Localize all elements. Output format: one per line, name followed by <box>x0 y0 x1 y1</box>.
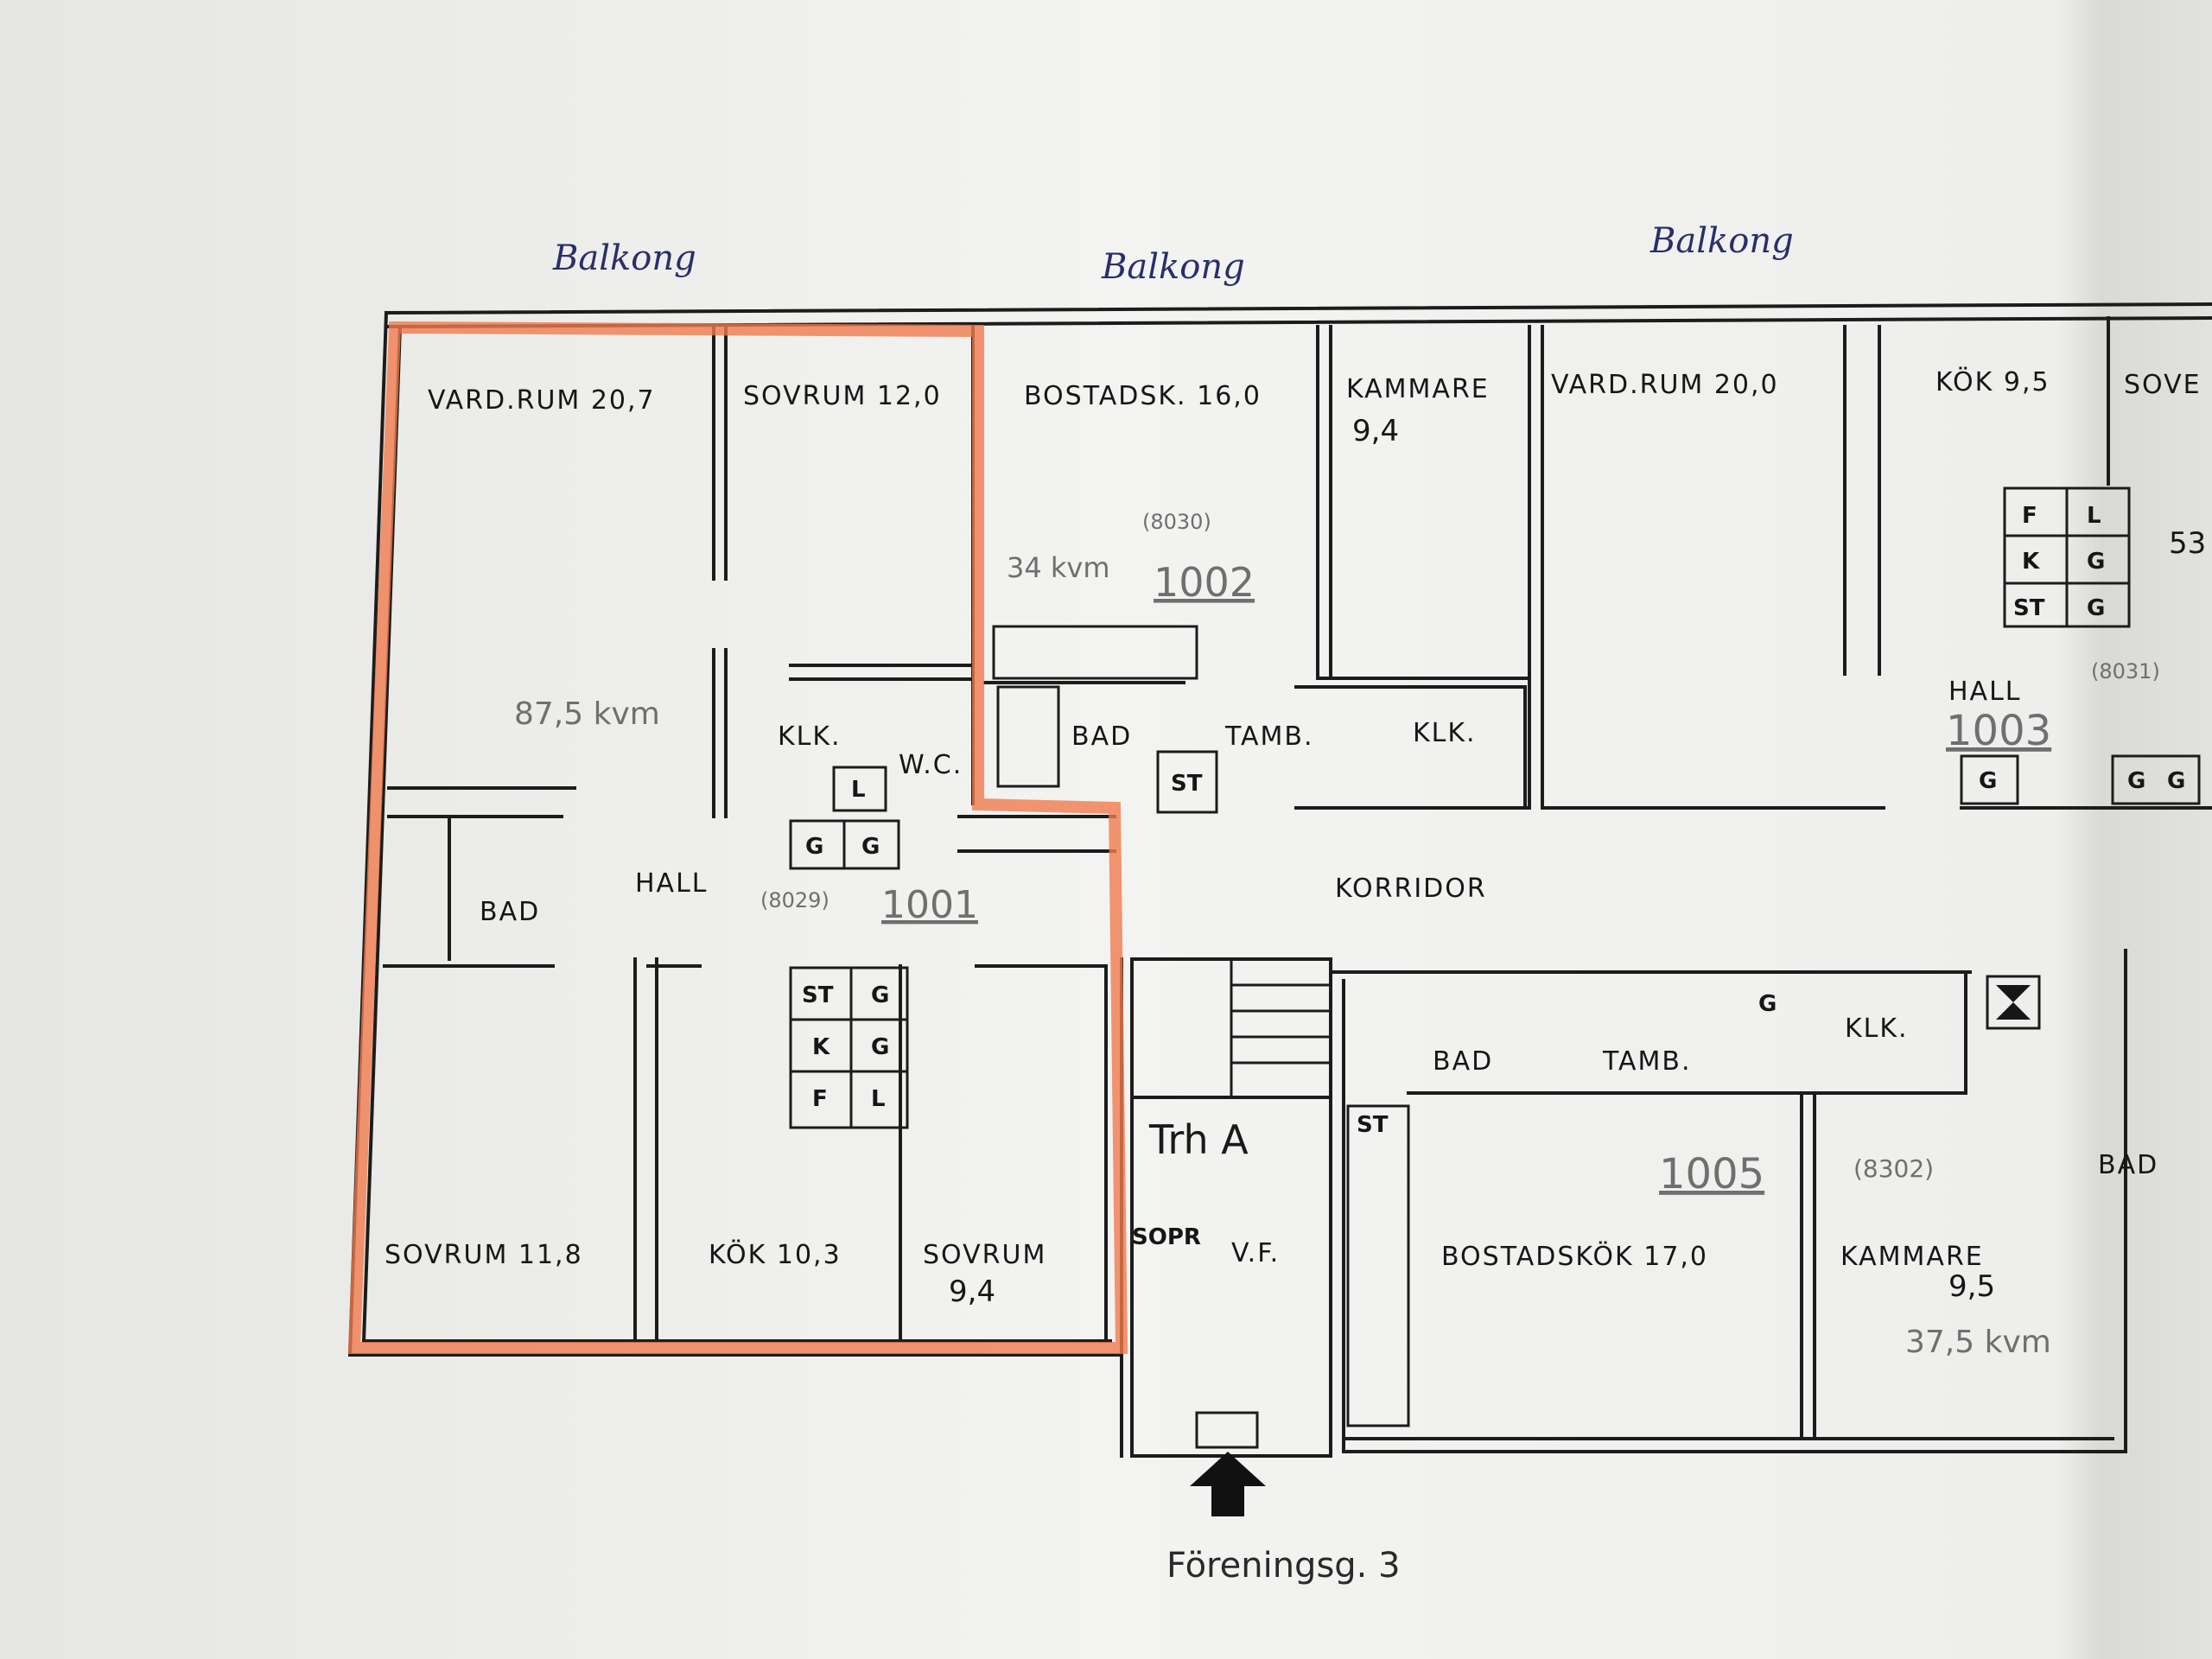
balkong-label-1: Balkong <box>552 238 696 278</box>
fixture-g-1003c: G <box>1979 768 1997 794</box>
ref-1001: (8029) <box>760 888 830 912</box>
fixture-g-1003e: G <box>2167 768 2185 794</box>
room-klk-1002: KLK. <box>1413 718 1477 748</box>
room-kok-1003: KÖK 9,5 <box>1936 366 2050 397</box>
apartment-number-1005: 1005 <box>1659 1150 1764 1198</box>
room-sovrum-9-1001: SOVRUM <box>923 1240 1046 1270</box>
fixture-st-1003: ST <box>2013 595 2045 621</box>
room-kammare-1005-area: 9,5 <box>1948 1269 1995 1304</box>
fixture-f-1001: F <box>812 1086 828 1112</box>
area-1002: 34 kvm <box>1007 551 1110 584</box>
fixture-st-1002: ST <box>1171 771 1203 797</box>
room-kammare-1005: KAMMARE <box>1840 1242 1984 1272</box>
room-bad-1005: BAD <box>1433 1046 1493 1077</box>
apartment-number-1002: 1002 <box>1154 559 1255 606</box>
fixture-st-1001: ST <box>802 982 834 1008</box>
fixture-k-1003: K <box>2022 549 2040 575</box>
room-kok-1001: KÖK 10,3 <box>709 1239 842 1270</box>
street-address: Föreningsg. 3 <box>1166 1546 1401 1586</box>
room-tamb-1002: TAMB. <box>1224 721 1314 752</box>
room-vardrum-1003: VARD.RUM 20,0 <box>1551 370 1779 400</box>
room-bad-right-edge: BAD <box>2098 1150 2158 1180</box>
stairwell-label: Trh A <box>1148 1116 1249 1163</box>
room-sovrum-1003: SOVE <box>2124 370 2202 400</box>
room-kammare-1002: KAMMARE <box>1346 374 1490 404</box>
room-sovrum-11-1001: SOVRUM 11,8 <box>385 1240 583 1270</box>
room-wc-1001: W.C. <box>899 750 963 780</box>
balkong-label-2: Balkong <box>1101 247 1245 287</box>
area-1005: 37,5 kvm <box>1905 1325 2051 1360</box>
fixture-g-1001b: G <box>861 834 880 860</box>
fixture-k-1001: K <box>812 1034 830 1060</box>
ref-1002: (8030) <box>1142 510 1211 534</box>
fixture-l-1001a: L <box>851 777 866 803</box>
staircase-steps <box>1231 983 1331 1065</box>
fixture-g-1005: G <box>1758 991 1777 1017</box>
room-bostadskok-1005: BOSTADSKÖK 17,0 <box>1441 1241 1708 1272</box>
room-klk-1001: KLK. <box>778 721 842 752</box>
fixture-g-1001a: G <box>805 834 823 860</box>
room-1003-partial-number: 53 <box>2169 526 2206 561</box>
apartment-number-1003: 1003 <box>1946 707 2051 755</box>
ref-1003: (8031) <box>2091 659 2160 683</box>
ref-1005: (8302) <box>1853 1154 1934 1183</box>
fixture-l-1001b: L <box>871 1086 886 1112</box>
apartment-number-1001: 1001 <box>881 883 978 927</box>
fixture-st-1005: ST <box>1357 1112 1389 1138</box>
room-bad-1001: BAD <box>480 897 540 927</box>
chimney-icon <box>1996 985 2031 1020</box>
room-bostadskok-1002: BOSTADSK. 16,0 <box>1024 381 1262 411</box>
corridor-label: KORRIDOR <box>1335 874 1487 904</box>
balkong-label-3: Balkong <box>1649 221 1794 261</box>
room-sovrum-9-area: 9,4 <box>949 1274 995 1309</box>
sopr-label: SOPR <box>1132 1224 1201 1250</box>
room-hall-1001: HALL <box>635 868 709 899</box>
room-sovrum-12-1001: SOVRUM 12,0 <box>743 381 942 411</box>
vf-label: V.F. <box>1231 1238 1280 1268</box>
room-klk-1005: KLK. <box>1845 1014 1909 1044</box>
entrance-arrow-icon <box>1190 1452 1266 1516</box>
room-bad-1002: BAD <box>1071 721 1132 752</box>
fixture-f-1003: F <box>2022 503 2037 529</box>
fixture-l-1003: L <box>2087 503 2101 529</box>
fixture-g-1001c: G <box>871 982 889 1008</box>
room-hall-1003: HALL <box>1948 677 2022 707</box>
room-tamb-1005: TAMB. <box>1602 1046 1692 1077</box>
room-vardrum-1001: VARD.RUM 20,7 <box>428 385 656 416</box>
fixture-g-1001d: G <box>871 1034 889 1060</box>
area-1001: 87,5 kvm <box>514 696 660 732</box>
fixture-g-1003a: G <box>2087 549 2105 575</box>
fixture-g-1003d: G <box>2127 768 2145 794</box>
fixture-g-1003b: G <box>2087 595 2105 621</box>
room-kammare-1002-area: 9,4 <box>1352 414 1399 448</box>
apartment-1001-highlight <box>347 321 1128 1354</box>
